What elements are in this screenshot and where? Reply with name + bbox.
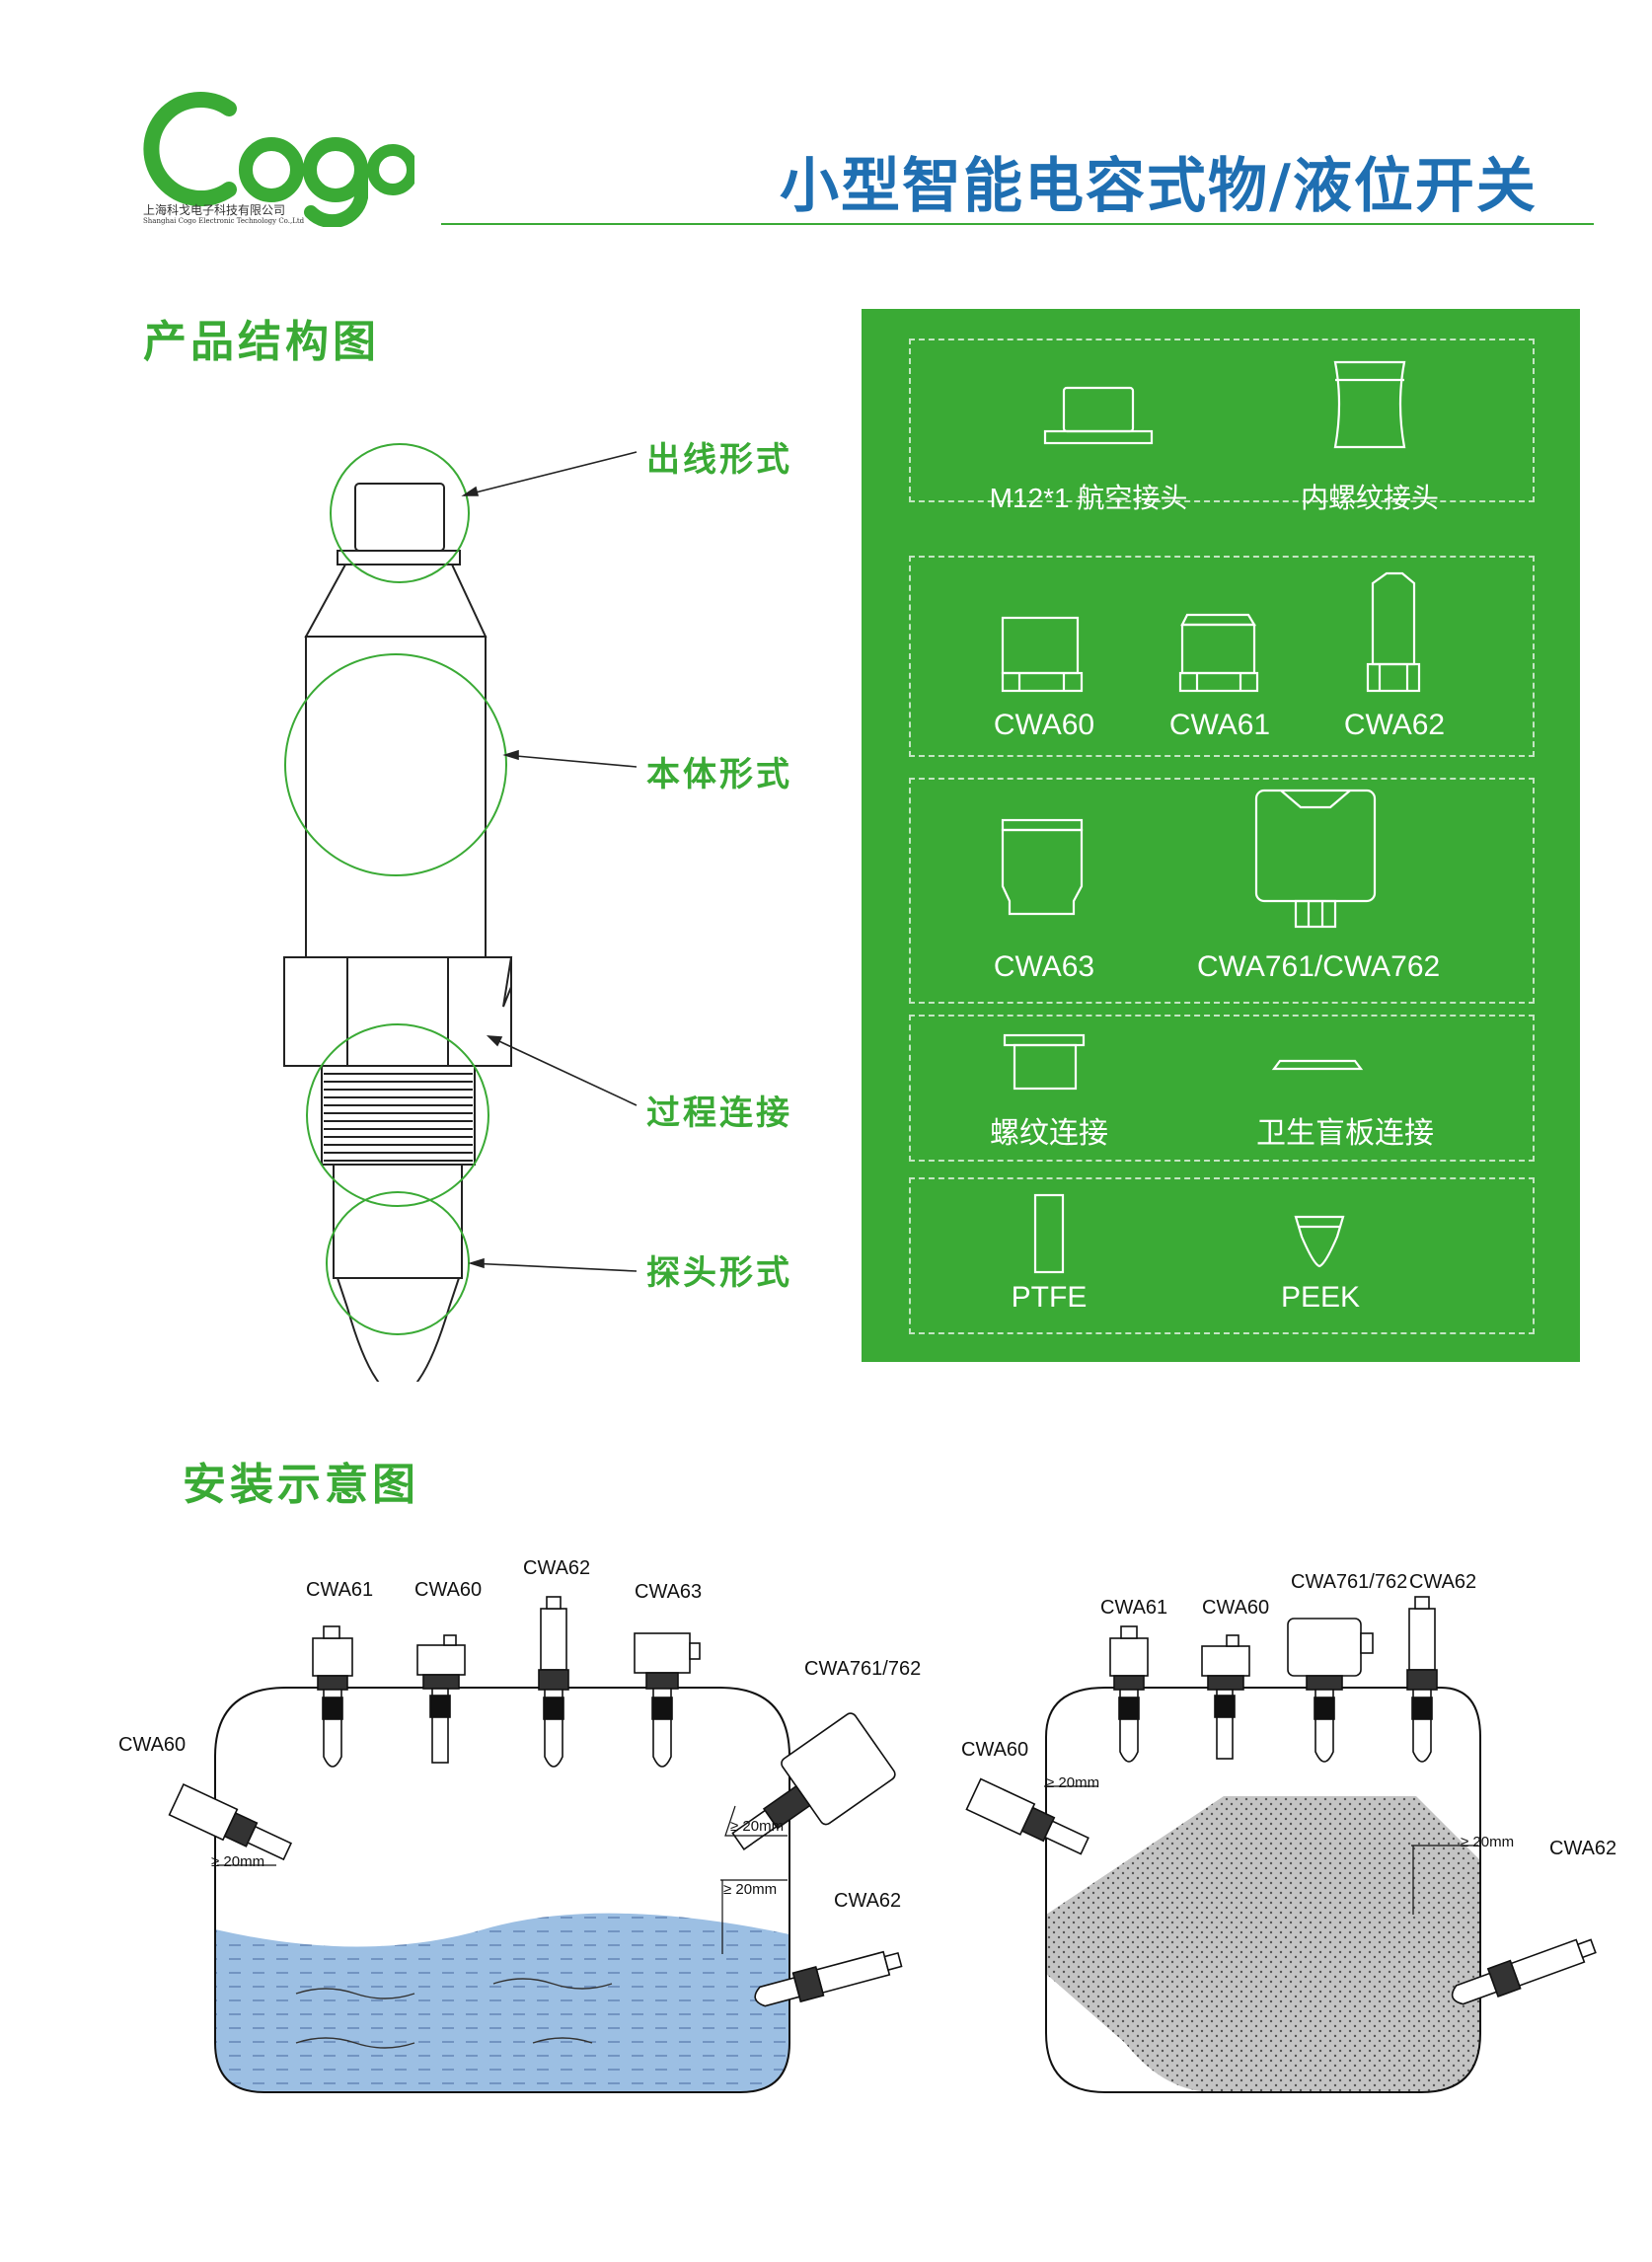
callout-probe-type: 探头形式: [646, 1253, 792, 1293]
company-name-cn: 上海科戈电子科技有限公司: [143, 203, 286, 217]
left-label-cwa60-side: CWA60: [118, 1734, 187, 1756]
right-dim-1: ≥ 20mm: [1046, 1774, 1100, 1791]
right-label-cwa60-top: CWA60: [1202, 1597, 1270, 1619]
options-icons: [1001, 360, 1421, 1274]
right-label-cwa62-top: CWA62: [1409, 1571, 1477, 1593]
callout-outlet-type: 出线形式: [646, 440, 792, 480]
left-dim-3: ≥ 20mm: [723, 1881, 778, 1898]
left-label-cwa62-side: CWA62: [834, 1890, 902, 1912]
page-title: 小型智能电容式物/液位开关: [780, 152, 1538, 221]
options-panel: M12*1 航空接头 内螺纹接头 CWA60 CWA61 CWA62 CWA63…: [862, 309, 1580, 1362]
outlet-options-group: [909, 339, 1535, 502]
option-cwa61: CWA61: [1168, 709, 1271, 741]
left-label-cwa761: CWA761/762: [804, 1658, 922, 1680]
option-thread-connection: 螺纹连接: [990, 1117, 1108, 1150]
m12-connector-icon: [1043, 386, 1154, 445]
company-name-en: Shanghai Cogo Electronic Technology Co.,…: [143, 217, 305, 225]
solid-tank-diagram: [965, 1596, 1597, 2093]
option-cwa63: CWA63: [993, 950, 1095, 983]
internal-thread-icon: [1333, 360, 1406, 449]
option-sanitary-plate: 卫生盲板连接: [1256, 1117, 1434, 1150]
left-label-cwa63: CWA63: [635, 1581, 703, 1603]
logo: [138, 79, 418, 229]
sensor-structure-diagram: [283, 443, 638, 1382]
cwa62-icon: [1366, 571, 1421, 693]
left-label-cwa61: CWA61: [306, 1579, 374, 1601]
left-dim-1: ≥ 20mm: [211, 1853, 265, 1870]
liquid-tank-diagram: [168, 1596, 903, 2093]
option-peek: PEEK: [1280, 1281, 1361, 1314]
peek-probe-icon: [1294, 1215, 1345, 1268]
process-options-group: [909, 1015, 1535, 1162]
body-options-group-b: [909, 778, 1535, 1004]
cwa761-icon: [1254, 789, 1377, 929]
option-cwa761: CWA761/CWA762: [1197, 950, 1441, 983]
cogo-logo-graphic: [143, 92, 418, 229]
probe-options-group: [909, 1177, 1535, 1334]
option-internal-thread: 内螺纹接头: [1300, 483, 1439, 513]
body-options-group-a: [909, 556, 1535, 757]
structure-section-title: 产品结构图: [143, 317, 380, 367]
installation-section-title: 安装示意图: [183, 1460, 419, 1510]
option-cwa60: CWA60: [993, 709, 1095, 741]
cwa60-icon: [1001, 616, 1084, 693]
cwa63-icon: [1001, 818, 1084, 916]
right-label-cwa61: CWA61: [1100, 1597, 1168, 1619]
ptfe-probe-icon: [1033, 1193, 1065, 1274]
option-m12: M12*1 航空接头: [989, 483, 1188, 513]
thread-connection-icon: [1003, 1033, 1086, 1091]
right-label-cwa761: CWA761/762: [1291, 1571, 1408, 1593]
right-label-cwa60-side: CWA60: [961, 1739, 1029, 1761]
left-dim-2: ≥ 20mm: [730, 1818, 785, 1835]
option-ptfe: PTFE: [1011, 1281, 1088, 1314]
right-dim-2: ≥ 20mm: [1461, 1834, 1515, 1850]
left-label-cwa62-top: CWA62: [523, 1557, 591, 1579]
cwa61-icon: [1178, 613, 1259, 693]
left-label-cwa60-top: CWA60: [414, 1579, 483, 1601]
sanitary-plate-icon: [1271, 1059, 1364, 1071]
callout-body-type: 本体形式: [646, 755, 792, 794]
right-label-cwa62-side: CWA62: [1549, 1838, 1617, 1859]
option-cwa62: CWA62: [1343, 709, 1446, 741]
callout-process-connection: 过程连接: [646, 1093, 792, 1133]
title-underline: [441, 223, 1594, 225]
